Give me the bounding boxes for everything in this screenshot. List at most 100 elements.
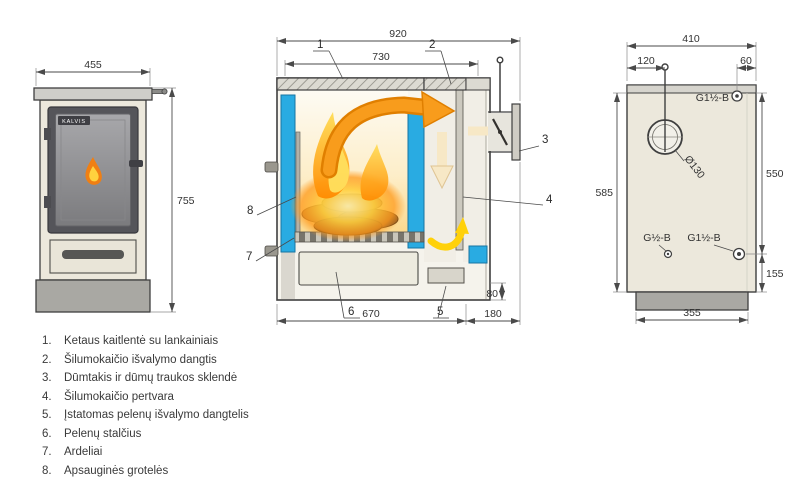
dim-585: 585 [595,187,613,199]
callout-4: 4 [546,194,553,206]
legend-item-number: 2. [42,353,52,366]
dimension-410: 410 [626,33,757,81]
dim-80: 80 [486,288,498,300]
legend-item-text: Šilumokaičio išvalymo dangtis [64,353,217,366]
drawer-slot [62,250,124,259]
dimension-120: 120 [627,55,665,71]
legend-item-text: Apsauginės grotelės [64,464,169,477]
fitting-right: G1½-B [687,232,746,261]
technical-drawing: 455 KALVIS [33,28,784,325]
burning-wood [290,170,406,242]
legend-item-number: 4. [42,390,52,403]
damper-handle-front [151,88,168,95]
cast-iron-cooktop [276,77,425,91]
dim-60: 60 [740,55,752,67]
dimension-front-width: 455 [35,59,151,86]
water-jacket-left [280,94,296,253]
legend-item-text: Įstatomas pelenų išvalymo dangtelis [64,409,249,421]
callout-6: 6 [348,306,354,318]
ash-drawer [298,251,419,286]
dimension-front-height: 755 [151,87,195,313]
dimension-355: 355 [635,307,749,324]
legend-item-number: 6. [42,427,52,440]
rear-body [626,84,757,293]
door-knob-section [264,161,279,173]
legend-item-number: 1. [42,335,52,347]
water-jacket-middle [407,111,425,249]
turnaround-arrow [427,226,466,251]
dim-755: 755 [177,195,195,207]
dimension-585: 585 [595,92,627,293]
legend-item-text: Ardeliai [64,446,103,458]
dimension-155: 155 [756,254,784,293]
fitting-left-label: G½-B [643,232,670,244]
water-connection [468,245,488,264]
legend-item-text: Ketaus kaitlentė su lankainiais [64,335,219,347]
flames [313,112,389,201]
dimension-670: 670 [276,304,467,325]
legend-item-number: 5. [42,409,52,421]
legend-item: 4. Šilumokaičio pertvara [42,391,249,410]
legend-item: 5. Įstatomas pelenų išvalymo dangtelis [42,409,249,428]
callouts: 1 2 3 4 5 6 7 8 [246,39,553,319]
callout-1: 1 [317,39,323,51]
dim-155: 155 [766,268,784,280]
legend-item: 8. Apsauginės grotelės [42,465,249,484]
legend-item-text: Pelenų stalčius [64,427,142,440]
door-hinge-top [44,128,51,140]
dim-920: 920 [389,28,407,40]
brand-label: KALVIS [62,119,86,125]
legend-item-text: Šilumokaičio pertvara [64,390,174,403]
dimension-920: 920 [276,28,521,101]
callout-3: 3 [542,134,548,146]
stove-base-front [35,279,151,313]
fitting-top: G1½-B [696,90,743,104]
legend-item-number: 3. [42,372,52,384]
legend-item: 3. Dūmtakis ir dūmų traukos sklendė [42,372,249,391]
dim-355: 355 [683,307,701,319]
front-view: 455 KALVIS [33,59,195,313]
door-latch [129,160,143,167]
legend-item: 1. Ketaus kaitlentė su lankainiais [42,335,249,354]
legend-item: 7. Ardeliai [42,446,249,465]
legend-item-number: 8. [42,464,52,477]
dim-120: 120 [637,55,655,67]
updraft-channel [463,90,486,262]
callout-8: 8 [247,205,253,217]
dimension-180: 180 [466,162,521,325]
fitting-right-label: G1½-B [687,232,720,244]
flue-flange [511,103,521,161]
flue-gas-arrows [320,90,507,251]
dim-455: 455 [84,59,102,71]
callout-2: 2 [429,39,435,51]
legend: 1. Ketaus kaitlentė su lankainiais 2. Ši… [42,335,249,483]
dim-550: 550 [766,168,784,180]
rear-view: Ø130 G1½-B G½-B G1½-B 410 120 [595,33,784,324]
door-hinge-bottom [44,196,51,208]
ash-drawer-front [49,239,137,274]
rear-top-plate [626,84,757,94]
legend-item: 6. Pelenų stalčius [42,428,249,447]
section-view: 920 730 670 180 80 1 2 [246,28,553,325]
dim-410: 410 [682,33,700,45]
fitting-top-label: G1½-B [696,92,729,104]
dimension-730: 730 [284,51,479,76]
cooktop-plate-front [33,87,153,101]
dimension-550: 550 [746,92,784,255]
legend-item-text: Dūmtakis ir dūmų traukos sklendė [64,372,238,384]
dim-730: 730 [372,51,390,63]
dimension-80: 80 [486,282,506,301]
callout-5: 5 [437,306,443,318]
dimension-60: 60 [736,55,756,90]
flue-outlet [488,56,521,161]
main-flow-arrow [421,90,456,129]
callout-7: 7 [246,251,252,263]
fitting-left: G½-B [643,232,673,259]
exchanger-cleaning-cover [423,77,467,91]
dim-670: 670 [362,308,380,320]
rear-base [635,291,749,311]
dim-180: 180 [484,308,502,320]
legend-item: 2. Šilumokaičio išvalymo dangtis [42,354,249,373]
flame-emblem-icon [85,157,102,185]
